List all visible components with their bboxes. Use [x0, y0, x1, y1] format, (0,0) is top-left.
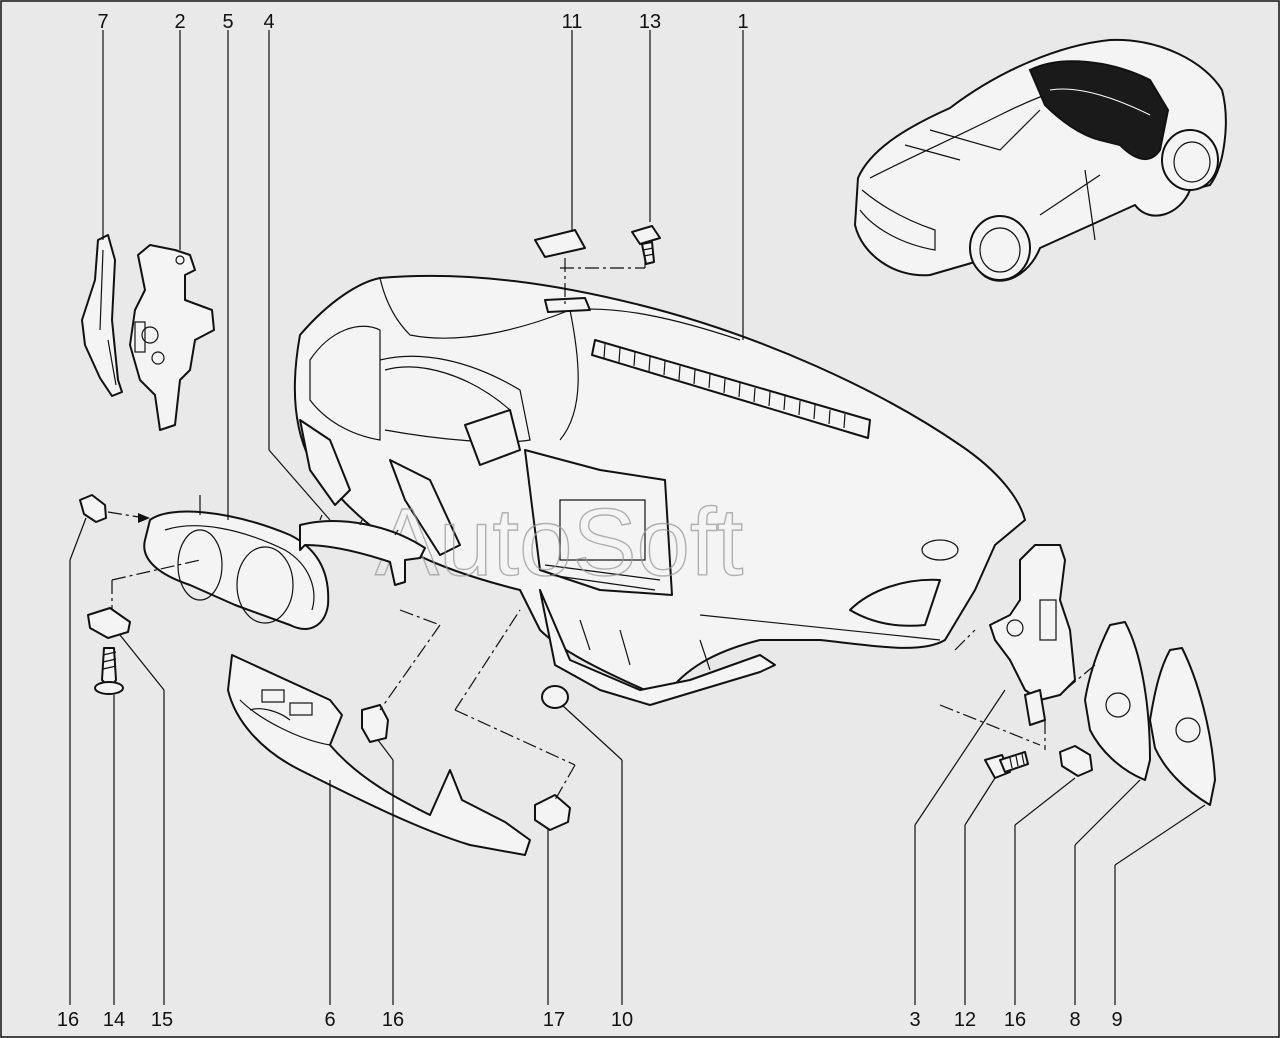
callout-8: 8: [1069, 1009, 1080, 1031]
callout-16-center: 16: [382, 1009, 404, 1031]
callout-11: 11: [562, 11, 583, 33]
callout-5: 5: [222, 11, 233, 33]
dashboard-panel: [293, 274, 1026, 706]
watermark: AutoSoft: [375, 489, 743, 596]
callout-14: 14: [103, 1009, 125, 1031]
part-2-bracket: [129, 244, 215, 431]
callout-15: 15: [151, 1009, 173, 1031]
part-4-trim-cover: [299, 514, 426, 586]
callout-9: 9: [1111, 1009, 1122, 1031]
part-3-bracket-right: [989, 544, 1076, 726]
callout-3: 3: [909, 1009, 920, 1031]
callout-1: 1: [737, 11, 748, 33]
part-11-cap: [534, 229, 586, 258]
part-8-end-cap: [1084, 621, 1151, 781]
vent-grille: [591, 339, 871, 439]
callout-2: 2: [174, 11, 185, 33]
callout-12: 12: [954, 1009, 976, 1031]
part-7-trim-strip: [81, 234, 123, 397]
dashboard-location-highlight: [1028, 60, 1170, 160]
part-16-clip-center: [361, 704, 389, 743]
callout-17: 17: [543, 1009, 565, 1031]
assembly-lines: [107, 255, 1096, 801]
callout-labels: 7 2 5 4 11 13 1 16 14 15 6 16 17 10 3 12…: [57, 11, 1123, 1031]
part-14-screw: [94, 647, 124, 695]
part-16-clip-right: [1059, 745, 1093, 777]
callout-16-right: 16: [1004, 1009, 1026, 1031]
part-15-nut: [87, 607, 131, 639]
part-5-cluster-bezel: [143, 495, 330, 630]
part-17-latch: [534, 794, 571, 831]
car-location-inset: [854, 38, 1227, 282]
callout-13: 13: [639, 11, 661, 33]
part-16-clip-left: [79, 494, 107, 523]
part-9-end-cap: [1149, 647, 1216, 806]
callout-4: 4: [263, 11, 274, 33]
part-6-lower-panel: [227, 654, 531, 856]
callout-10: 10: [611, 1009, 633, 1031]
part-12-bolt: [984, 751, 1029, 779]
callout-6: 6: [324, 1009, 335, 1031]
part-10-plug: [541, 685, 569, 709]
callout-7: 7: [97, 11, 108, 33]
part-13-bolt: [631, 225, 661, 265]
leader-lines: [69, 30, 1206, 1005]
callout-16-left: 16: [57, 1009, 79, 1031]
